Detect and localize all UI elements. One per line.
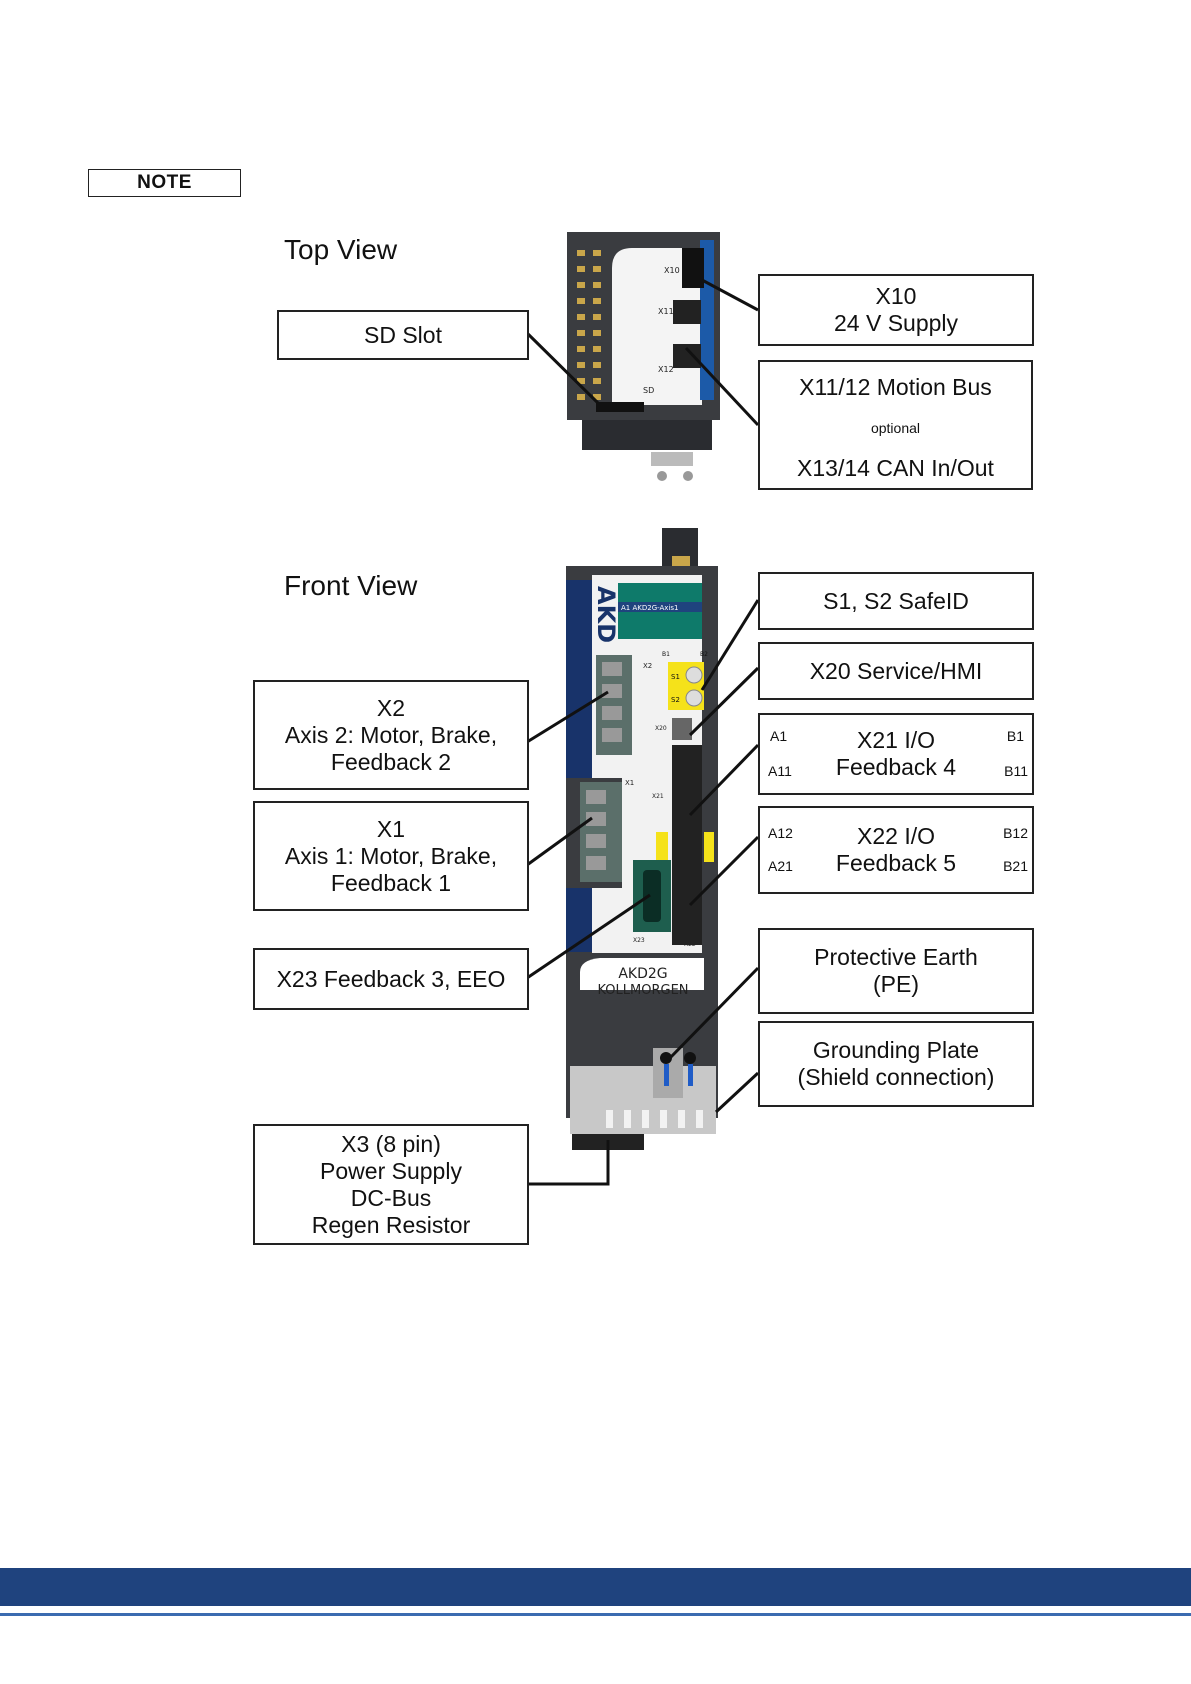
x21-device-label: X21 [652,793,664,800]
x1-device-label: X1 [625,779,634,787]
x20-label: X20 Service/HMI [809,657,983,684]
brand-label: KOLLMORGEN [597,983,688,998]
x2-title: X2 [376,694,406,721]
x2-line2: Axis 2: Motor, Brake, [284,721,498,748]
x10-description: 24 V Supply [833,310,959,336]
x21-description: Feedback 4 [835,754,957,780]
pe-callout: Protective Earth (PE) [758,928,1034,1014]
b2-device-label: B2 [700,651,708,658]
x23-device-label: X23 [633,937,645,944]
x21-pin-a1: A1 [770,728,788,744]
x23-callout: X23 Feedback 3, EEO [253,948,529,1010]
x22-description: Feedback 5 [835,850,957,876]
front-view-device: AKD A1 AKD2G-Axis1 S1 S2 B1 B2 X2 X20 X1… [566,528,718,1150]
x2-line3: Feedback 2 [330,748,452,775]
optional-label: optional [870,419,921,436]
x3-line3: DC-Bus [350,1184,432,1211]
x21-pin-b11: B11 [1004,763,1028,779]
grounding-callout: Grounding Plate (Shield connection) [758,1021,1034,1107]
display-text: A1 AKD2G-Axis1 [621,604,678,612]
b1-device-label: B1 [662,651,670,658]
top-sd-device-label: SD [643,386,654,395]
top-x11-device-label: X11 [658,307,674,316]
x1-callout: X1 Axis 1: Motor, Brake, Feedback 1 [253,801,529,911]
note-label: NOTE [88,169,241,197]
pe-title: Protective Earth [814,944,978,970]
x21-callout: A1 B1 A11 B11 X21 I/O Feedback 4 [758,713,1034,795]
x21-pin-a11: A11 [768,763,792,779]
x1-line2: Axis 1: Motor, Brake, [284,842,498,869]
leader-lines [525,278,760,1186]
s2-device-label: S2 [671,696,680,704]
motion-bus-label: X11/12 Motion Bus [799,374,992,400]
x1-title: X1 [376,815,406,842]
x22-pin-a21: A21 [768,858,793,874]
top-view-device: X10 X11 X12 SD [567,232,720,481]
top-x12-device-label: X12 [658,365,674,374]
sd-slot-callout: SD Slot [277,310,529,360]
x20-callout: X20 Service/HMI [758,642,1034,700]
top-x10-device-label: X10 [664,266,680,275]
x3-line4: Regen Resistor [311,1211,471,1238]
footer-band [0,1568,1191,1606]
akd-logo-text: AKD [592,586,620,643]
can-label: X13/14 CAN In/Out [797,455,994,481]
x22-pin-b12: B12 [1003,825,1028,841]
x10-callout: X10 24 V Supply [758,274,1034,346]
s1-device-label: S1 [671,673,680,681]
x22-title: X22 I/O [857,823,935,849]
x22-pin-b21: B21 [1003,858,1028,874]
sd-slot-label: SD Slot [364,321,442,348]
s1-s2-callout: S1, S2 SafeID [758,572,1034,630]
motion-bus-callout: X11/12 Motion Bus optional X13/14 CAN In… [758,360,1033,490]
x1-line3: Feedback 1 [330,869,452,896]
grounding-title: Grounding Plate [812,1037,980,1063]
top-view-title: Top View [284,234,398,265]
x21-title: X21 I/O [857,727,935,753]
x21-pin-b1: B1 [1006,728,1024,744]
x3-line2: Power Supply [320,1157,462,1184]
footer-line [0,1613,1191,1616]
x10-title: X10 [875,283,917,309]
front-view-title: Front View [284,570,418,601]
x3-title: X3 (8 pin) [341,1130,441,1157]
model-label: AKD2G [618,966,667,982]
x3-callout: X3 (8 pin) Power Supply DC-Bus Regen Res… [253,1124,529,1245]
x22-pin-a12: A12 [768,825,793,841]
s1-s2-label: S1, S2 SafeID [823,587,969,614]
x22-device-label: X22 [684,941,696,948]
x2-device-label: X2 [643,662,652,670]
x20-device-label: X20 [655,725,667,732]
x2-callout: X2 Axis 2: Motor, Brake, Feedback 2 [253,680,529,790]
x22-callout: A12 B12 A21 B21 X22 I/O Feedback 5 [758,806,1034,894]
pe-abbrev: (PE) [873,971,919,997]
grounding-description: (Shield connection) [797,1064,995,1090]
x23-label: X23 Feedback 3, EEO [276,965,506,992]
